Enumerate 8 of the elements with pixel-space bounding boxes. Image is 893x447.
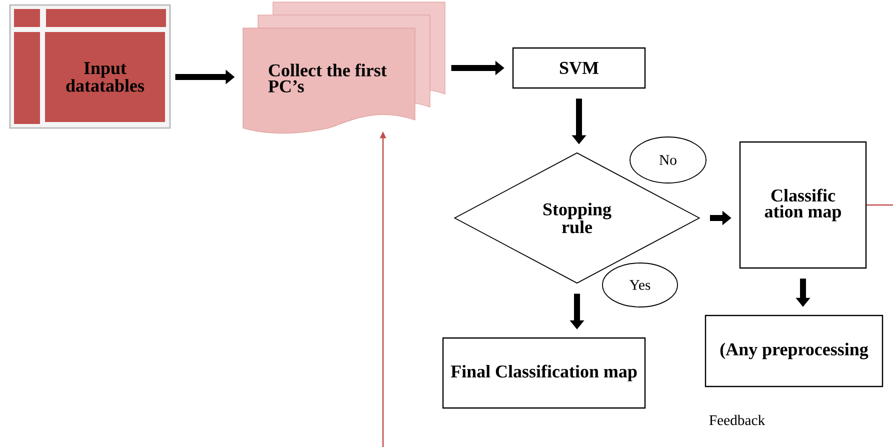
process-box: Final Classification map — [442, 337, 646, 409]
table-box: Input datatables — [9, 4, 171, 129]
process-box: SVM — [512, 47, 646, 89]
process-box: Classific ation map — [739, 141, 867, 269]
process-box: (Any preprocessing — [704, 314, 884, 388]
feedback-line — [866, 204, 893, 206]
document-stack: Collect the first PC’s — [242, 2, 446, 134]
feedback-label: Feedback — [709, 414, 766, 426]
